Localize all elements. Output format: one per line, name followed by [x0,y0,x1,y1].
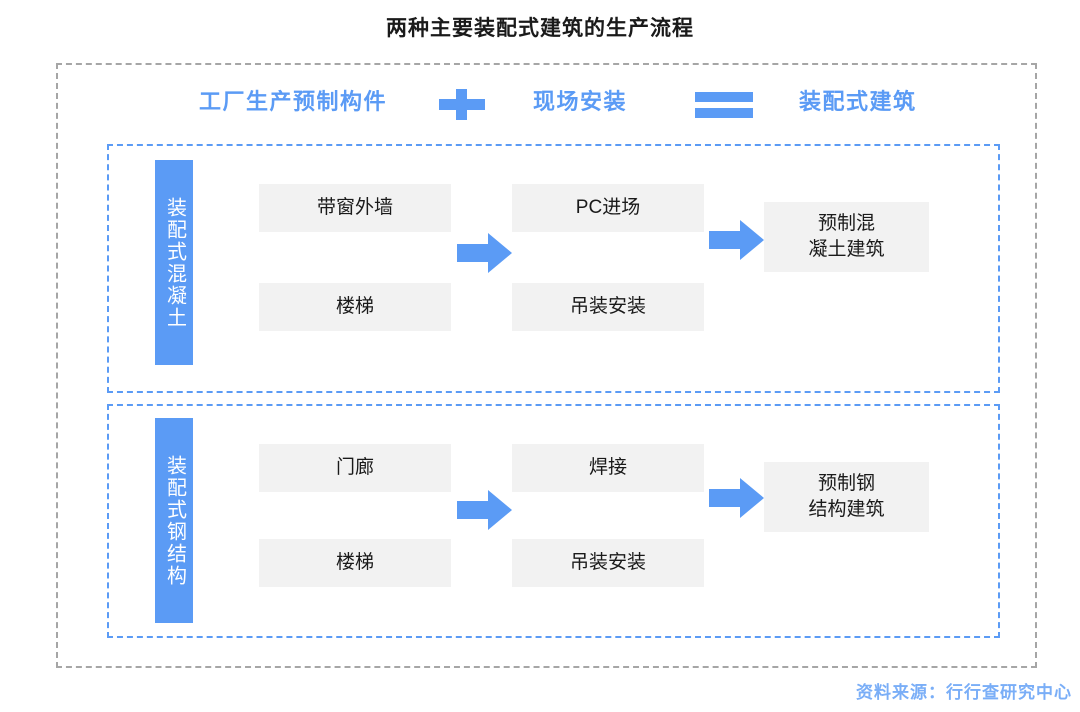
equation-header: 工厂生产预制构件 现场安装 装配式建筑 [107,82,1007,122]
result-box-concrete: 预制混 凝土建筑 [764,202,929,272]
step-box: 焊接 [512,444,704,492]
result-line-1: 预制混 [817,213,875,235]
step-box: 带窗外墙 [259,184,451,232]
result-box-steel: 预制钢 结构建筑 [764,462,929,532]
result-line-2: 凝土建筑 [808,239,885,260]
equals-icon [695,92,753,118]
step-box: 楼梯 [259,539,451,587]
step-box: 吊装安装 [512,283,704,331]
step-box: 门廊 [259,444,451,492]
plus-icon [439,89,485,120]
right-arrow-icon [457,488,512,532]
equation-term-result: 装配式建筑 [799,89,917,114]
step-box: 楼梯 [259,283,451,331]
result-line-1: 预制钢 [817,473,875,495]
process-panel-concrete: 装配式混凝土 带窗外墙 楼梯 PC进场 吊装安装 预制混 凝土建筑 [107,144,1000,393]
source-note: 资料来源：行行查研究中心 [856,683,1072,702]
right-arrow-icon [709,218,764,262]
right-arrow-icon [709,476,764,520]
equation-term-factory: 工厂生产预制构件 [199,89,388,114]
equation-term-site: 现场安装 [533,89,628,114]
result-line-2: 结构建筑 [808,499,885,520]
right-arrow-icon [457,231,512,275]
page-title: 两种主要装配式建筑的生产流程 [386,17,694,40]
step-box: PC进场 [512,184,704,232]
step-box: 吊装安装 [512,539,704,587]
outer-dashed-frame [56,63,1037,668]
process-panel-steel: 装配式钢结构 门廊 楼梯 焊接 吊装安装 预制钢 结构建筑 [107,404,1000,638]
category-label-concrete: 装配式混凝土 [155,160,193,365]
category-label-steel: 装配式钢结构 [155,418,193,623]
